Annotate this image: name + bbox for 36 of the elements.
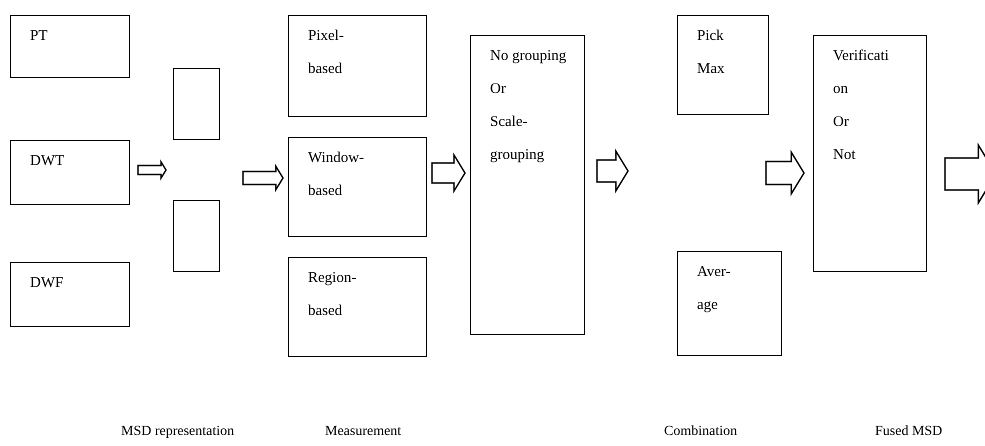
process-box xyxy=(288,137,427,237)
stage-label: Combination xyxy=(664,424,738,440)
box-text: Region- based xyxy=(308,269,358,321)
stage-label: MSD representation xyxy=(121,424,234,440)
process-box xyxy=(813,35,927,272)
empty-box xyxy=(173,200,220,272)
box-text: Or xyxy=(490,80,506,99)
box-text: DWF xyxy=(30,274,64,293)
block-arrow xyxy=(242,164,284,192)
block-arrow xyxy=(137,159,167,181)
box-text: Scale- grouping xyxy=(490,113,546,165)
box-text: Verificati on xyxy=(833,47,890,99)
box-text: Aver- age xyxy=(697,263,732,315)
stage-label: Measurement xyxy=(325,424,402,440)
block-arrow xyxy=(765,150,805,196)
box-text: No grouping xyxy=(490,47,566,66)
stage-label: Fused MSD xyxy=(875,424,942,440)
empty-box xyxy=(173,68,220,140)
box-text: Pick Max xyxy=(697,27,726,79)
block-arrow xyxy=(431,152,466,194)
process-box xyxy=(10,15,130,78)
box-text: Or xyxy=(833,113,849,132)
block-arrow xyxy=(596,148,629,194)
box-text: Not xyxy=(833,146,856,165)
process-box xyxy=(10,262,130,327)
box-text: Pixel- based xyxy=(308,27,345,79)
process-box xyxy=(470,35,585,335)
box-text: PT xyxy=(30,27,48,46)
box-text: Window- based xyxy=(308,149,366,201)
process-box xyxy=(677,15,769,115)
block-arrow xyxy=(944,142,985,206)
process-box xyxy=(288,15,427,117)
process-box xyxy=(288,257,427,357)
process-box xyxy=(10,140,130,205)
box-text: DWT xyxy=(30,152,64,171)
process-box xyxy=(677,251,782,356)
